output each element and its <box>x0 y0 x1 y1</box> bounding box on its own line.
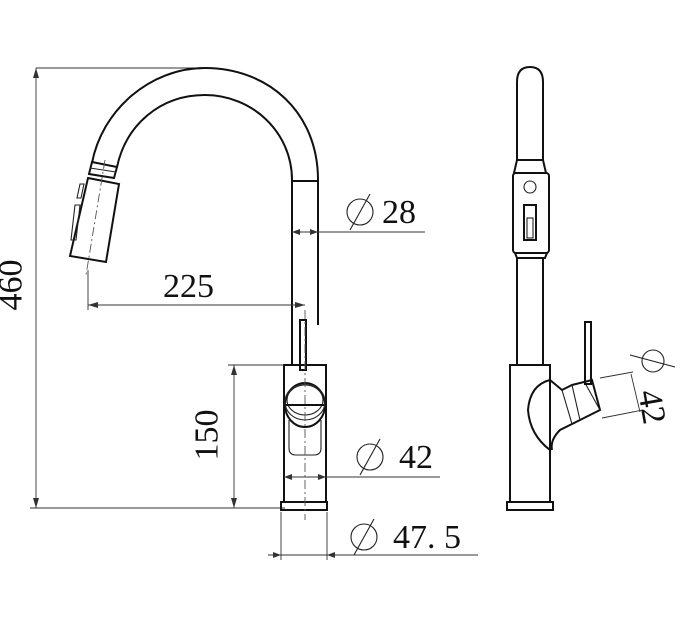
diameter-symbol-42 <box>356 438 384 476</box>
spout-diameter-label: 28 <box>382 194 416 231</box>
diameter-symbol-47-5 <box>350 518 378 556</box>
spout-reach-label: 225 <box>163 268 214 305</box>
diameter-symbol-side-42 <box>629 349 676 373</box>
spray-head <box>68 159 121 276</box>
overall-height-label: 460 <box>0 259 30 311</box>
diameter-symbol-28 <box>346 193 374 231</box>
side-handle-diameter-label: 42 <box>630 386 673 427</box>
body-height-label: 150 <box>188 409 226 461</box>
side-view <box>506 65 676 511</box>
body-diameter-label: 42 <box>399 439 433 476</box>
front-view <box>30 66 478 560</box>
base-diameter-label: 47. 5 <box>393 519 461 556</box>
